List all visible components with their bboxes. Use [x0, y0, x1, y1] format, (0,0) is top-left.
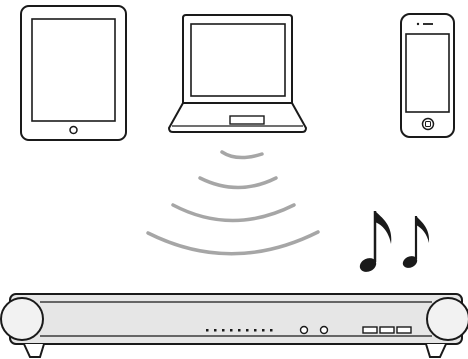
input-jack: [321, 327, 328, 334]
input-jack: [301, 327, 308, 334]
tablet-icon: [21, 6, 126, 140]
front-buttons: [363, 327, 411, 333]
left-knob: [1, 298, 43, 340]
indicator-dots: [206, 329, 273, 332]
music-notes-icon: [358, 211, 430, 274]
music-note: [358, 211, 392, 274]
wireless-signal-icon: [148, 152, 318, 254]
soundbar-receiver-icon: [1, 294, 468, 357]
laptop-icon: [169, 15, 306, 132]
right-knob: [427, 298, 468, 340]
smartphone-icon: [401, 14, 454, 137]
music-note: [401, 216, 429, 270]
